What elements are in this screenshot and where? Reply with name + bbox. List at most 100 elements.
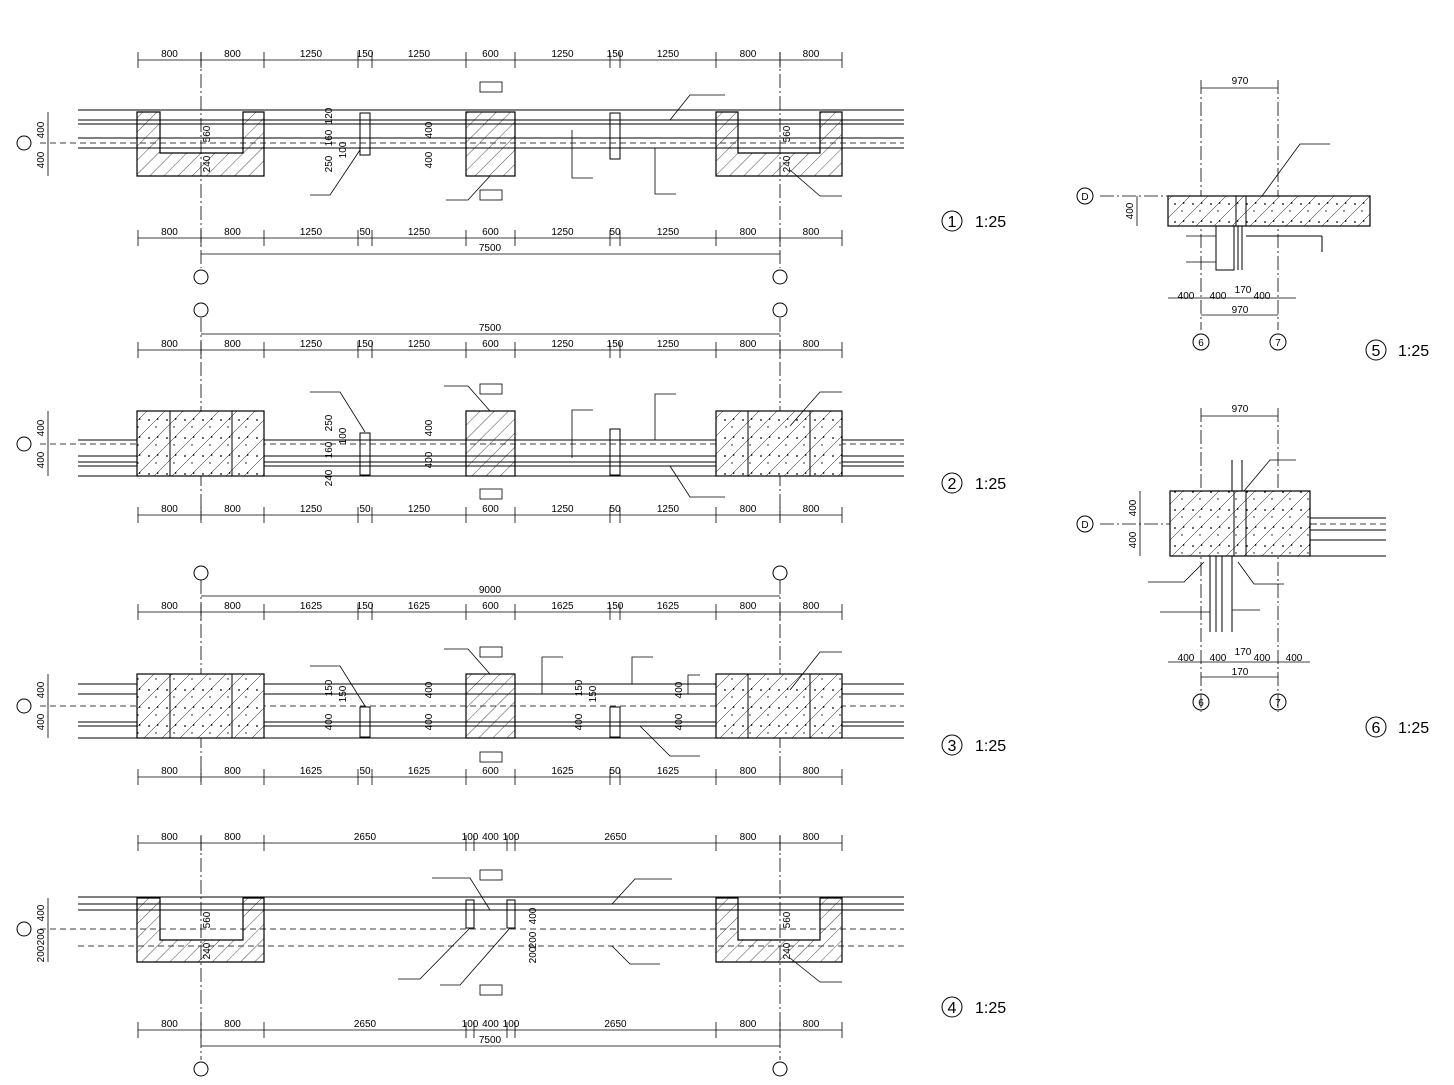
- inner-dim-1i: 400: [424, 121, 435, 138]
- drawing-title-1: 1 1:25: [941, 210, 1006, 232]
- inner-dim-4b: 240: [202, 942, 213, 959]
- dimension-label: 800: [740, 766, 757, 777]
- bottom-dim-6e: 400: [1286, 653, 1303, 664]
- drawing-4: 400 200 200 560 240 560 240 400 200 200 …: [16, 836, 1006, 1077]
- overall-dim-4: 7500: [479, 1035, 502, 1046]
- bottom-dim-6c: 170: [1235, 647, 1252, 658]
- dimension-label: 800: [740, 49, 757, 60]
- inner-dim-3c: 400: [324, 713, 335, 730]
- drawing-5: 970 400 D 400 400 170 400 970 6 7 5 1:25: [1076, 76, 1429, 361]
- dimension-label: 1250: [408, 504, 431, 515]
- side-dim-2a: 400: [36, 419, 47, 436]
- inner-dim-1e: 250: [324, 155, 335, 172]
- dimension-label: 1250: [657, 504, 680, 515]
- dimension-label: 400: [482, 1019, 499, 1030]
- dimension-label: 1250: [300, 339, 323, 350]
- dimension-label: 1250: [300, 227, 323, 238]
- side-dim-1a: 400: [36, 121, 47, 138]
- inner-dim-4d: 240: [782, 942, 793, 959]
- dimension-label: 600: [482, 339, 499, 350]
- dimension-chains: 800 800 1250 150 1250 600 1250 150 1250 800 800 800…: [137, 49, 843, 1038]
- dimension-label: 1625: [408, 766, 431, 777]
- dimension-label: 800: [224, 339, 241, 350]
- drawing-3: 9000 400 400 150 150 400 400 400: [16, 565, 1006, 782]
- dimension-label: 50: [609, 227, 621, 238]
- dimension-label: 1625: [300, 601, 323, 612]
- inner-dim-3h: 400: [574, 713, 585, 730]
- dimension-label: 150: [357, 339, 374, 350]
- dimension-label: 800: [740, 339, 757, 350]
- drawing-number-4: 4: [948, 1000, 957, 1017]
- drawing-number-5: 5: [1372, 343, 1381, 360]
- side-dim-4c: 200: [36, 945, 47, 962]
- dimension-label: 2650: [354, 1019, 377, 1030]
- drawing-title-6: 6 1:25: [1365, 716, 1429, 738]
- dimension-label: 800: [224, 504, 241, 515]
- drawing-number-1: 1: [948, 214, 957, 231]
- side-dim-3b: 400: [36, 713, 47, 730]
- drawing-number-6: 6: [1372, 720, 1381, 737]
- dimension-label: 800: [740, 504, 757, 515]
- dimension-label: 1250: [551, 339, 574, 350]
- inner-dim-4g: 200: [528, 946, 539, 963]
- bottom-dim-5b: 400: [1210, 291, 1227, 302]
- dimension-label: 100: [462, 832, 479, 843]
- dimension-label: 100: [503, 832, 520, 843]
- drawing-1: 400 400 560 240 560 240 250 160 120 100 …: [16, 52, 1006, 285]
- inner-dim-2d: 240: [324, 469, 335, 486]
- dimension-label: 50: [609, 766, 621, 777]
- dimension-label: 800: [161, 601, 178, 612]
- side-dim-4b: 200: [36, 928, 47, 945]
- bottom-dim-6a: 400: [1178, 653, 1195, 664]
- drawing-title-4: 4 1:25: [941, 996, 1006, 1018]
- dimension-label: 1250: [657, 339, 680, 350]
- dimension-label: 800: [803, 339, 820, 350]
- inner-dim-1a: 560: [202, 125, 213, 142]
- dimension-label: 800: [224, 49, 241, 60]
- dimension-label: 1250: [551, 49, 574, 60]
- inner-dim-4c: 560: [782, 911, 793, 928]
- dimension-label: 800: [803, 832, 820, 843]
- inner-dim-1b: 240: [202, 155, 213, 172]
- inner-dim-3a: 150: [324, 679, 335, 696]
- side-dim-2b: 400: [36, 451, 47, 468]
- inner-dim-1d: 240: [782, 155, 793, 172]
- dimension-label: 1250: [657, 49, 680, 60]
- drawing-title-3: 3 1:25: [941, 734, 1006, 756]
- dimension-label: 2650: [604, 1019, 627, 1030]
- dimension-label: 800: [161, 227, 178, 238]
- inner-dim-2f: 400: [424, 451, 435, 468]
- bottom-dim-5d: 400: [1254, 291, 1271, 302]
- top-dim-6: 970: [1232, 404, 1249, 415]
- drawing-title-5: 5 1:25: [1365, 339, 1429, 361]
- dimension-label: 1625: [551, 601, 574, 612]
- dimension-label: 800: [161, 832, 178, 843]
- dimension-label: 800: [224, 1019, 241, 1030]
- axis-row-5: D: [1081, 192, 1088, 203]
- dimension-label: 800: [224, 832, 241, 843]
- dimension-label: 600: [482, 49, 499, 60]
- drawing-6: 970 400 400 D 400 400 170 400 400 170: [1076, 404, 1429, 738]
- bottom-dim-5c: 170: [1235, 285, 1252, 296]
- drawing-title-2: 2 1:25: [941, 472, 1006, 494]
- side-dim-6a: 400: [1128, 499, 1139, 516]
- dimension-label: 100: [503, 1019, 520, 1030]
- overall-dim-6: 170: [1232, 667, 1249, 678]
- dimension-label: 2650: [354, 832, 377, 843]
- dimension-label: 800: [161, 504, 178, 515]
- axis-col-6a: 6: [1198, 698, 1204, 709]
- dimension-label: 1250: [300, 49, 323, 60]
- dimension-label: 150: [607, 339, 624, 350]
- dimension-label: 1250: [408, 49, 431, 60]
- dimension-label: 1250: [657, 227, 680, 238]
- dimension-label: 800: [224, 227, 241, 238]
- inner-dim-3g: 150: [588, 685, 599, 702]
- dimension-label: 1250: [551, 504, 574, 515]
- dimension-label: 800: [161, 49, 178, 60]
- drawing-2: 7500 400 400 250 160 100 240 400 400: [16, 302, 1006, 520]
- inner-dim-3f: 150: [574, 679, 585, 696]
- dimension-label: 400: [482, 832, 499, 843]
- overall-dim-3: 9000: [479, 585, 502, 596]
- drawing-scale-3: 1:25: [975, 738, 1006, 755]
